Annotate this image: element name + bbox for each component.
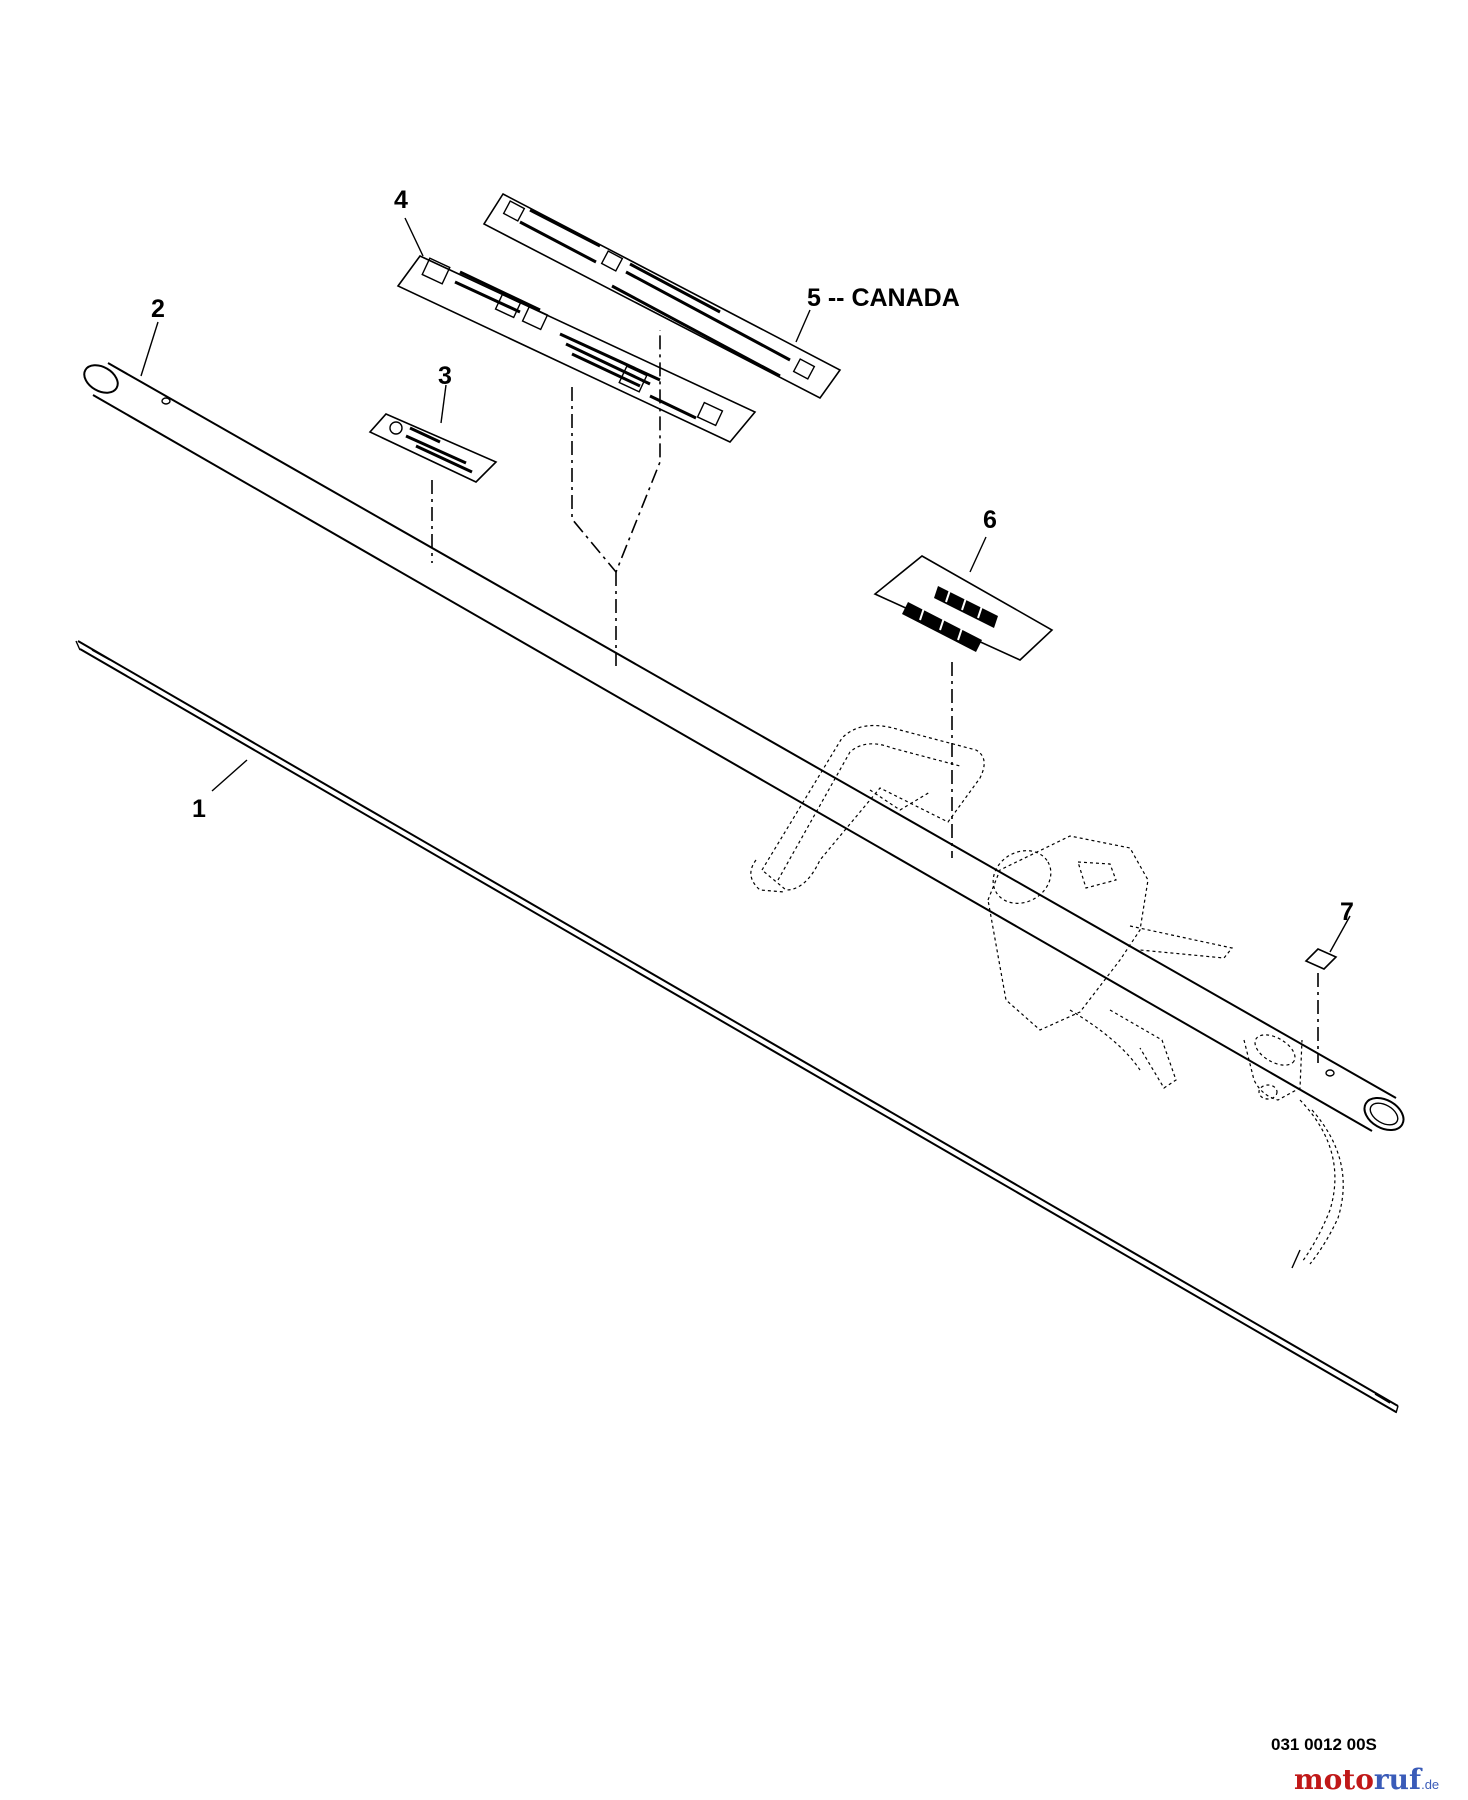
callout-1: 1 bbox=[192, 795, 206, 823]
small-plate-part-7 bbox=[1304, 948, 1338, 970]
callout-7: 7 bbox=[1340, 898, 1354, 926]
canada-label-part-5 bbox=[482, 192, 842, 400]
safety-label-part-4 bbox=[396, 254, 757, 443]
motoruf-watermark-logo: motoruf.de bbox=[1294, 1763, 1439, 1796]
callout-6: 6 bbox=[983, 506, 997, 534]
callout-2: 2 bbox=[151, 295, 165, 323]
brand-decal-part-6 bbox=[873, 555, 1054, 661]
callout-3: 3 bbox=[438, 362, 452, 390]
callout-4: 4 bbox=[394, 186, 408, 214]
svg-text:motoruf.de: motoruf.de bbox=[1294, 1763, 1439, 1796]
callout-pointers bbox=[140, 217, 1351, 953]
watermark-part-a: moto bbox=[1294, 1763, 1374, 1796]
main-pipe-part-2 bbox=[83, 362, 1405, 1132]
drawing-number: 031 0012 00S bbox=[1271, 1735, 1377, 1754]
handle-assembly-outline bbox=[750, 724, 1344, 1269]
warning-label-part-3 bbox=[368, 413, 498, 483]
watermark-part-b: ruf bbox=[1374, 1763, 1423, 1796]
callout-5-canada: 5 -- CANADA bbox=[807, 284, 960, 312]
watermark-suffix: .de bbox=[1421, 1777, 1439, 1792]
leader-lines bbox=[431, 330, 1319, 1063]
drive-shaft-part-1 bbox=[75, 640, 1399, 1414]
